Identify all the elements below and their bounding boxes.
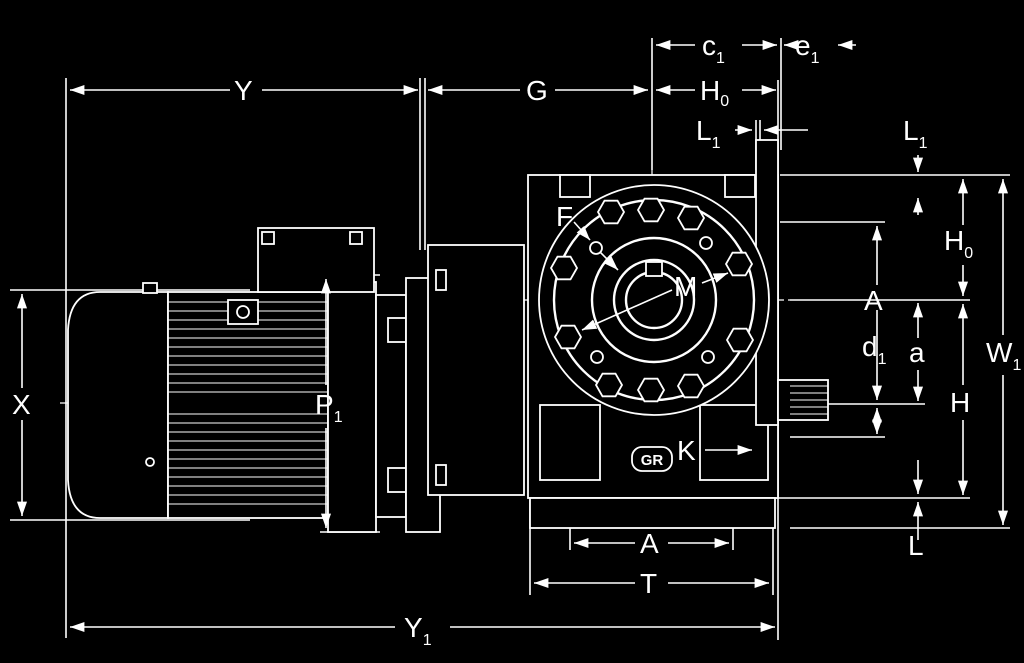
label-e1: e1 [795, 30, 820, 67]
label-a: a [909, 337, 925, 368]
label-c1: c1 [702, 30, 725, 67]
label-M: M [674, 271, 697, 302]
label-H0-top: H0 [700, 75, 729, 110]
label-Y: Y [234, 75, 253, 106]
label-T: T [640, 568, 657, 599]
label-G: G [526, 75, 548, 106]
label-H0-right: H0 [944, 225, 973, 262]
dimension-labels: Y G c1 e1 H0 L1 L1 H0 F M A d1 a W1 X P1… [12, 30, 1021, 649]
label-A-bottom: A [640, 528, 659, 559]
label-A-right: A [864, 285, 883, 316]
label-F: F [556, 201, 573, 232]
gr-logo: GR [631, 446, 673, 472]
motor-cooling-fins [168, 301, 328, 505]
label-L1-left: L1 [696, 115, 721, 152]
label-X: X [12, 389, 31, 420]
flange-bolts [549, 197, 755, 403]
label-Y1: Y1 [404, 612, 432, 649]
logo-text: GR [641, 452, 664, 469]
label-K: K [677, 435, 696, 466]
label-P1: P1 [315, 389, 343, 426]
terminal-box [257, 227, 375, 293]
label-W1: W1 [986, 337, 1021, 374]
label-H: H [950, 387, 970, 418]
label-L1-right: L1 [903, 115, 928, 152]
label-d1: d1 [862, 331, 887, 368]
label-L: L [908, 530, 924, 561]
motor [67, 244, 525, 533]
dimension-lines [16, 39, 1009, 633]
